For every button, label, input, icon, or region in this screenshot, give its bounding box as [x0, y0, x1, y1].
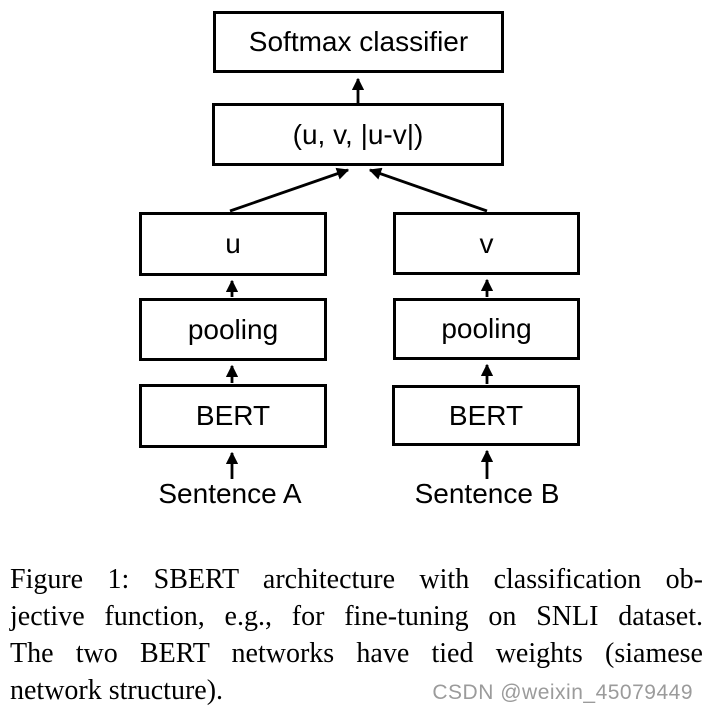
pooling-b-box: pooling [393, 298, 580, 360]
figure-caption: Figure 1: SBERT architecture with classi… [10, 561, 703, 709]
pooling-a-label: pooling [187, 313, 279, 345]
bert-b-label: BERT [448, 399, 524, 431]
watermark-text: CSDN @weixin_45079449 [432, 681, 693, 704]
bert-a-label: BERT [195, 400, 271, 431]
sentence-b-label: Sentence B [414, 478, 560, 509]
caption-line-1: Figure 1: SBERT architecture with classi… [10, 564, 703, 595]
softmax-classifier-label: Softmax classifier [248, 26, 469, 57]
bert-b-box: BERT [392, 385, 580, 446]
caption-line-4: network structure). [10, 675, 224, 706]
bert-a-box: BERT [139, 384, 327, 448]
pooling-b-label: pooling [441, 313, 532, 344]
v-embedding-label: v [479, 227, 494, 259]
concat-vector-box: (u, v, |u-v|) [212, 103, 504, 166]
diagram-arrows [225, 77, 494, 479]
sentence-a-label: Sentence A [158, 478, 302, 509]
arrow-v-to-concat [368, 167, 488, 213]
u-embedding-label: u [225, 228, 241, 259]
pooling-a-box: pooling [139, 298, 327, 361]
concat-vector-label: (u, v, |u-v|) [292, 118, 424, 150]
caption-line-3: The two BERT networks have tied weights … [10, 638, 703, 669]
caption-line-2: jective function, e.g., for fine-tuning … [10, 601, 703, 632]
softmax-classifier-box: Softmax classifier [213, 11, 504, 73]
v-embedding-box: v [393, 212, 580, 275]
u-embedding-box: u [139, 212, 327, 276]
arrow-u-to-concat [229, 167, 350, 213]
